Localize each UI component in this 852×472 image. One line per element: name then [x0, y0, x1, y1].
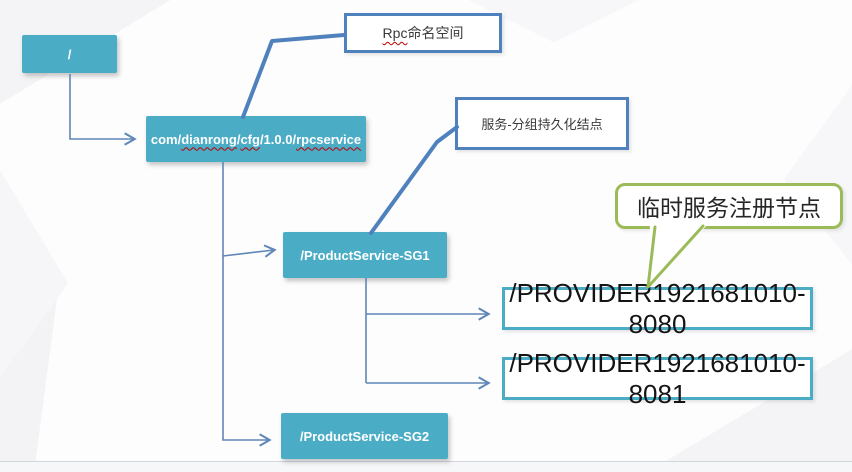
node-sg1-label: /ProductService-SG1 [300, 247, 430, 263]
path-segment-misspelled: rpcservice [296, 131, 362, 147]
callout-persistent-node-label: 服务-分组持久化结点 [481, 117, 603, 132]
node-sg2-label: /ProductService-SG2 [299, 428, 430, 444]
misspelled-word: Rpc [382, 25, 408, 41]
callout-persistent-node: 服务-分组持久化结点 [455, 97, 629, 150]
connector-root-to-namespace [69, 74, 137, 146]
path-segment: com/ [150, 131, 182, 147]
node-namespace: com/dianrong/cfg/1.0.0/rpcservice [146, 116, 366, 162]
callout-ephemeral-node-label: 临时服务注册节点 [637, 195, 821, 221]
leader-rpc-callout-to-namespace [241, 33, 346, 119]
slide-bottom-edge [0, 461, 852, 472]
node-root-label: / [67, 46, 72, 62]
path-segment: / [236, 131, 241, 147]
node-provider-8080-label: /PROVIDER1921681010-8080 [509, 277, 806, 339]
callout-rpc-namespace: Rpc命名空间 [344, 13, 502, 53]
node-namespace-label: com/dianrong/cfg/1.0.0/rpcservice [151, 132, 361, 147]
connector-namespace-to-sg1 [222, 244, 277, 258]
node-provider-8081-label: /PROVIDER1921681010-8081 [509, 347, 806, 409]
callout-ephemeral-node: 临时服务注册节点 [615, 183, 843, 229]
leader-persistent-callout-to-sg1 [369, 125, 459, 235]
node-product-service-sg1: /ProductService-SG1 [283, 232, 447, 278]
node-provider-8081: /PROVIDER1921681010-8081 [502, 348, 813, 409]
callout-rpc-namespace-label: Rpc命名空间 [383, 23, 464, 43]
path-segment: /1.0.0/ [259, 131, 297, 147]
node-provider-8080: /PROVIDER1921681010-8080 [502, 278, 813, 339]
callout-text: 命名空间 [407, 25, 464, 41]
path-segment-misspelled: dianrong [181, 131, 237, 147]
path-segment-misspelled: cfg [240, 131, 260, 147]
node-root: / [22, 35, 117, 73]
connector-namespace-to-sg2 [222, 162, 272, 447]
node-product-service-sg2: /ProductService-SG2 [281, 413, 448, 459]
